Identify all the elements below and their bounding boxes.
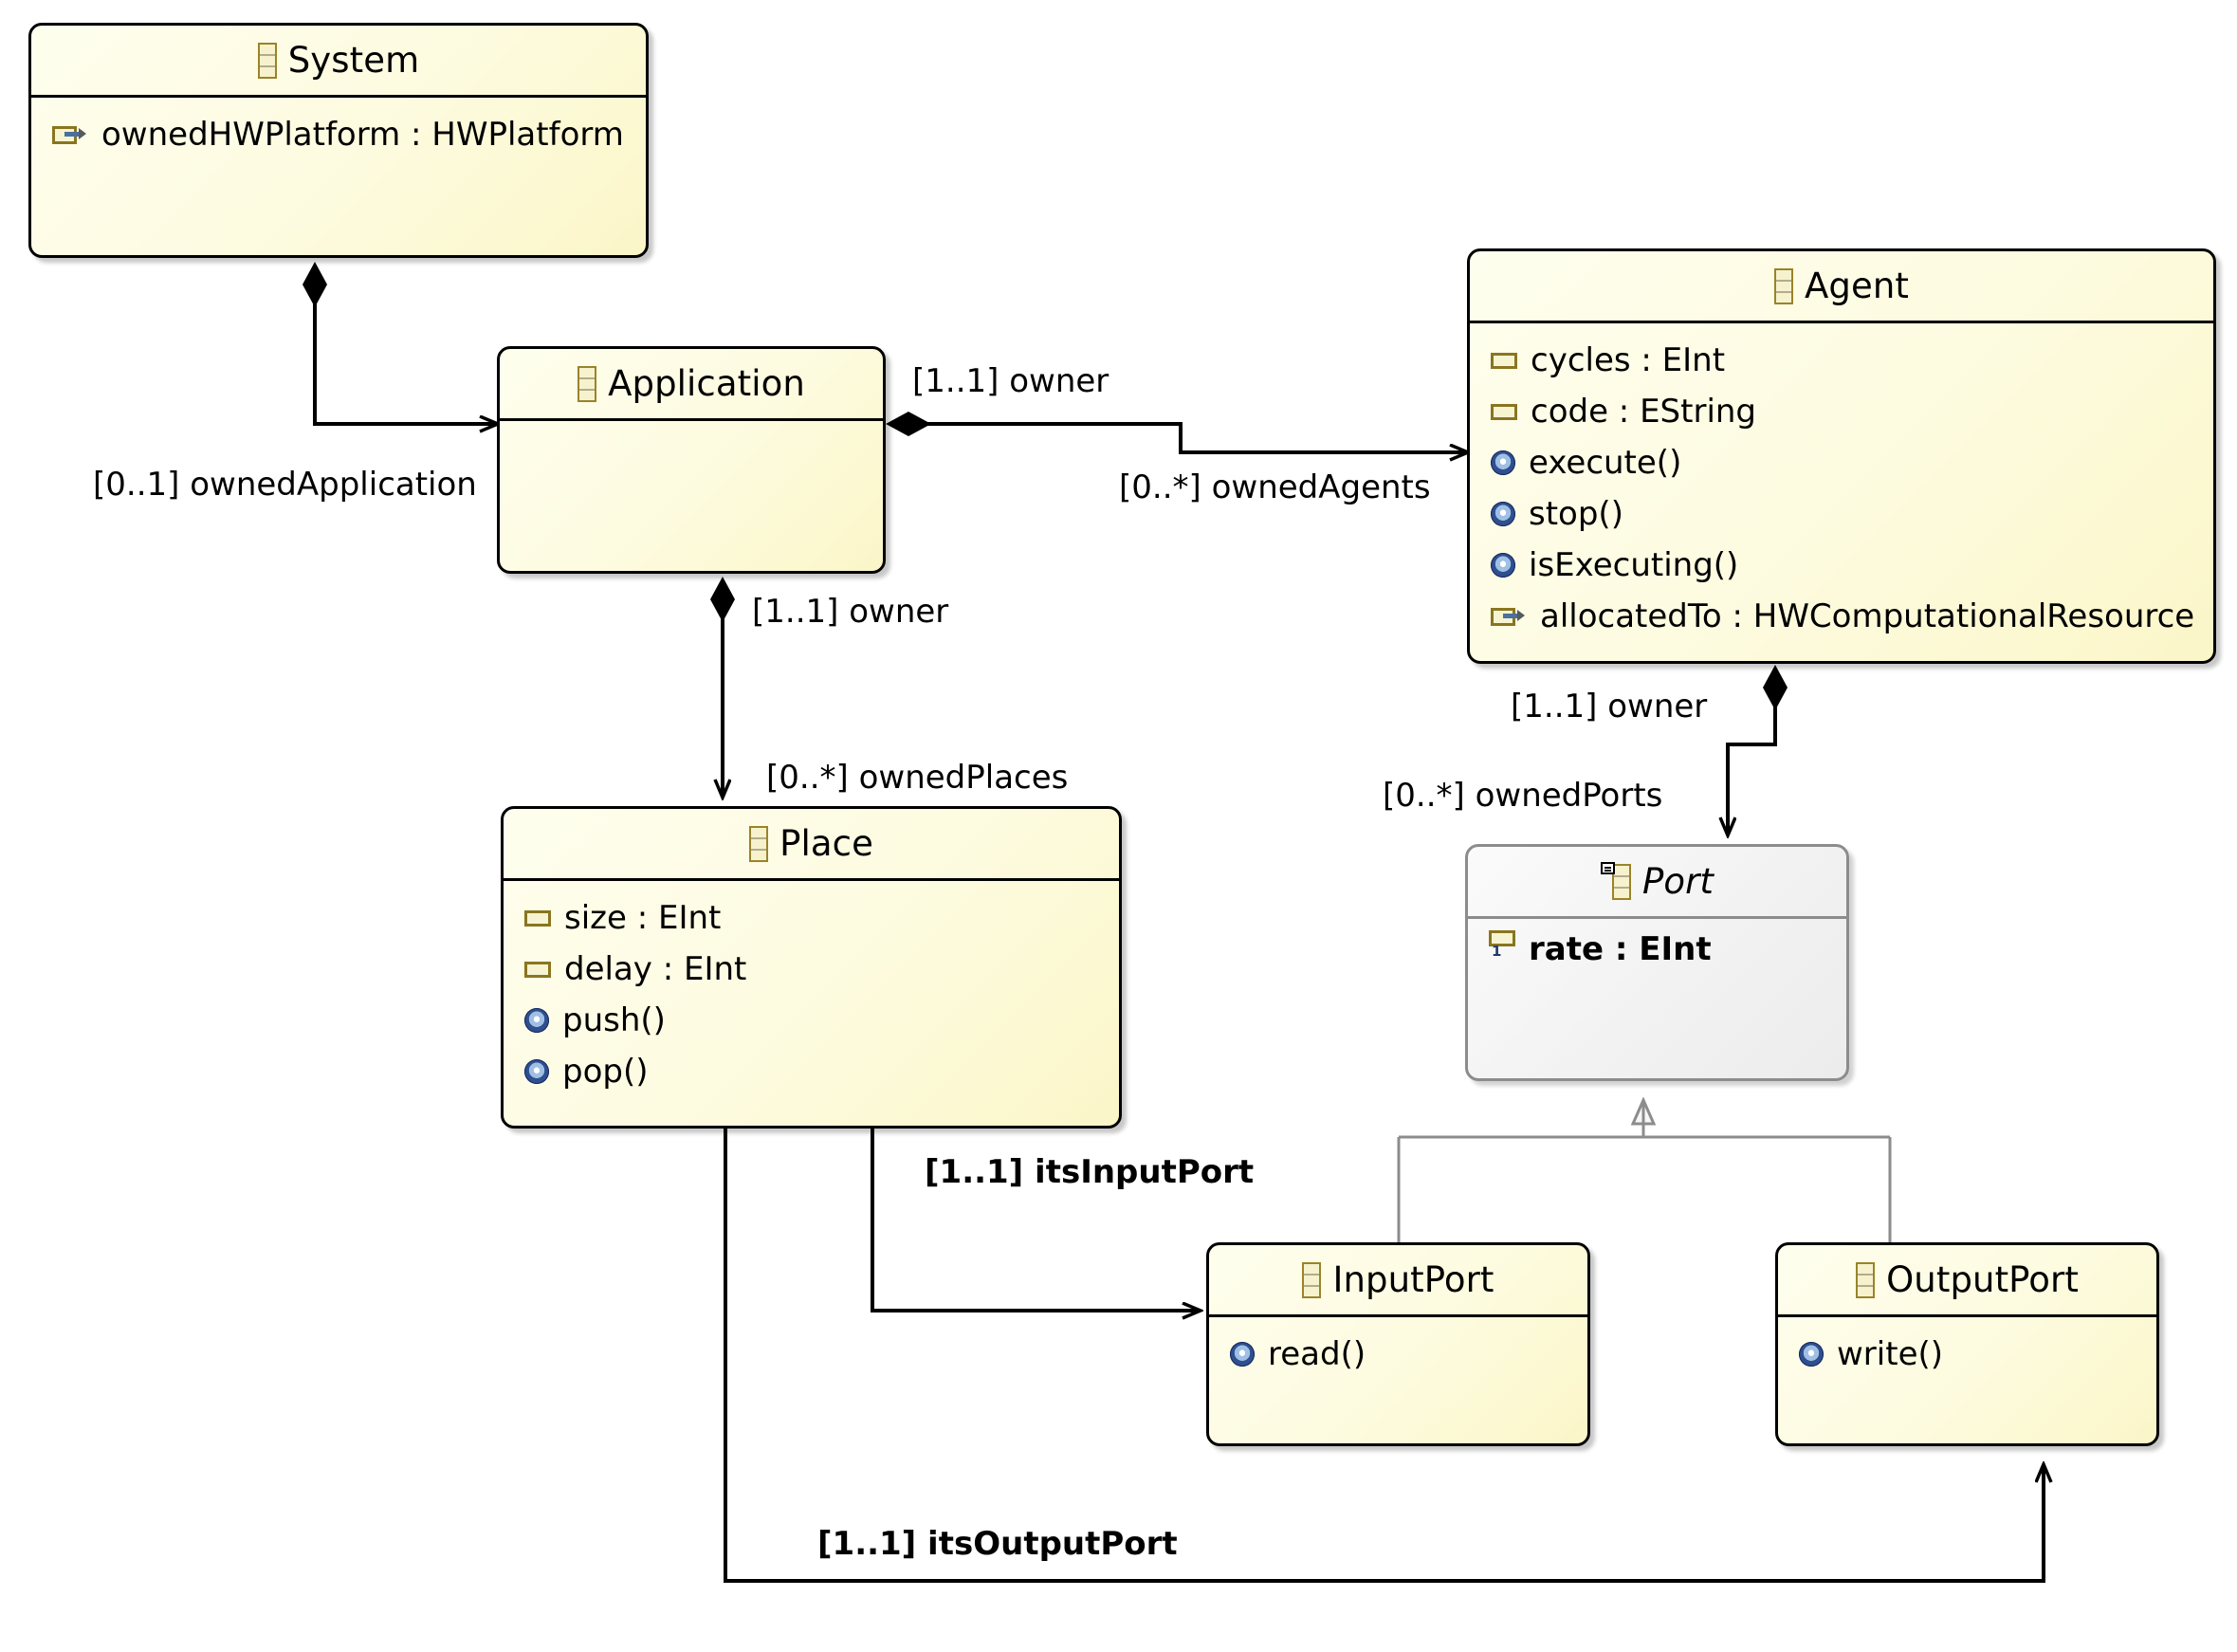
class-member[interactable]: read() <box>1227 1329 1587 1380</box>
attribute-icon <box>524 909 551 927</box>
class-member-label: pop() <box>562 1053 649 1091</box>
reference-icon <box>52 125 88 144</box>
operation-icon <box>1488 448 1518 478</box>
class-member[interactable]: pop() <box>522 1046 1119 1097</box>
class-member[interactable]: push() <box>522 995 1119 1046</box>
class-members-place: size : EInt delay : EInt push() pop() <box>504 881 1119 1097</box>
class-member[interactable]: allocatedTo : HWComputationalResource <box>1491 591 2213 642</box>
edge-label-ownedPorts: [0..*] ownedPorts <box>1383 777 1663 815</box>
class-box-agent[interactable]: Agent cycles : EInt code : EString execu… <box>1467 248 2216 664</box>
class-member-label: push() <box>562 1001 666 1039</box>
class-member[interactable]: cycles : EInt <box>1491 335 2213 386</box>
class-members-application <box>500 421 883 432</box>
operation-icon <box>1227 1339 1257 1369</box>
class-title: Agent <box>1804 266 1910 306</box>
class-header-agent: Agent <box>1470 251 2213 323</box>
operation-icon <box>1796 1339 1826 1369</box>
edge-label-owner-agent-port: [1..1] owner <box>1511 688 1708 725</box>
edge-label-ownedApplication: [0..1] ownedApplication <box>93 466 477 504</box>
class-box-system[interactable]: System ownedHWPlatform : HWPlatform <box>28 23 649 258</box>
class-title: System <box>287 40 420 81</box>
class-title: Application <box>608 363 805 404</box>
class-members-system: ownedHWPlatform : HWPlatform <box>31 98 646 160</box>
class-member-label: size : EInt <box>564 899 722 937</box>
class-member[interactable]: stop() <box>1488 488 2213 540</box>
class-icon <box>749 825 769 862</box>
class-icon <box>1773 267 1793 304</box>
class-title: Port <box>1641 861 1714 902</box>
class-member-label: delay : EInt <box>564 950 747 988</box>
attribute-icon <box>524 961 551 978</box>
class-member[interactable]: isExecuting() <box>1488 540 2213 591</box>
attribute-icon <box>1491 403 1517 420</box>
class-box-inputport[interactable]: InputPort read() <box>1206 1242 1590 1446</box>
operation-icon <box>1488 550 1518 580</box>
class-icon <box>257 42 277 79</box>
abstract-class-icon <box>1600 861 1631 900</box>
class-member-label: write() <box>1837 1335 1944 1373</box>
edge-label-owner-app-agent: [1..1] owner <box>912 362 1109 400</box>
class-title: InputPort <box>1332 1259 1494 1300</box>
class-member-label: cycles : EInt <box>1531 341 1726 379</box>
edge-label-owner-app-place: [1..1] owner <box>752 593 949 631</box>
class-member-label: code : EString <box>1531 393 1757 431</box>
class-member-label: isExecuting() <box>1529 546 1739 584</box>
edge-label-itsInputPort: [1..1] itsInputPort <box>925 1153 1255 1191</box>
class-members-outputport: write() <box>1778 1317 2156 1380</box>
edge-application-ownedPlaces <box>710 577 735 797</box>
class-box-port[interactable]: Port 1 rate : EInt <box>1465 844 1849 1081</box>
class-header-place: Place <box>504 809 1119 881</box>
class-header-application: Application <box>500 349 883 421</box>
edge-generalization-port <box>1397 1100 1892 1242</box>
class-member[interactable]: 1 rate : EInt <box>1489 930 1846 982</box>
class-members-agent: cycles : EInt code : EString execute() s… <box>1470 323 2213 642</box>
edge-label-ownedAgents: [0..*] ownedAgents <box>1119 468 1431 506</box>
class-icon <box>1302 1261 1322 1298</box>
class-member[interactable]: write() <box>1796 1329 2156 1380</box>
class-title: Place <box>779 823 873 864</box>
class-member[interactable]: delay : EInt <box>524 944 1119 995</box>
edge-label-ownedPlaces: [0..*] ownedPlaces <box>766 759 1069 797</box>
class-member[interactable]: ownedHWPlatform : HWPlatform <box>52 109 646 160</box>
class-member[interactable]: size : EInt <box>524 892 1119 944</box>
class-box-place[interactable]: Place size : EInt delay : EInt push() po… <box>501 806 1122 1129</box>
reference-icon <box>1491 607 1527 626</box>
class-members-inputport: read() <box>1209 1317 1587 1380</box>
operation-icon <box>522 1005 552 1036</box>
edge-application-ownedAgents <box>886 412 1467 452</box>
class-header-inputport: InputPort <box>1209 1245 1587 1317</box>
class-member[interactable]: code : EString <box>1491 386 2213 437</box>
attribute-icon-one: 1 <box>1489 930 1515 963</box>
operation-icon <box>1488 499 1518 529</box>
attribute-icon <box>1491 352 1517 369</box>
class-member-label: ownedHWPlatform : HWPlatform <box>101 116 624 154</box>
edge-system-ownedApplication <box>303 262 497 424</box>
class-icon <box>578 365 597 402</box>
class-member-label: execute() <box>1529 444 1682 482</box>
class-members-port: 1 rate : EInt <box>1468 919 1846 982</box>
class-member-label: allocatedTo : HWComputationalResource <box>1540 597 2195 635</box>
class-member-label: stop() <box>1529 495 1623 533</box>
class-box-outputport[interactable]: OutputPort write() <box>1775 1242 2159 1446</box>
operation-icon <box>522 1056 552 1087</box>
edge-label-itsOutputPort: [1..1] itsOutputPort <box>817 1525 1178 1563</box>
class-title: OutputPort <box>1886 1259 2079 1300</box>
class-box-application[interactable]: Application <box>497 346 886 574</box>
class-header-outputport: OutputPort <box>1778 1245 2156 1317</box>
class-member[interactable]: execute() <box>1488 437 2213 488</box>
class-member-label: read() <box>1268 1335 1366 1373</box>
class-member-label: rate : EInt <box>1529 930 1712 968</box>
class-header-system: System <box>31 26 646 98</box>
class-header-port: Port <box>1468 847 1846 919</box>
class-icon <box>1856 1261 1876 1298</box>
edge-agent-ownedPorts <box>1728 665 1788 835</box>
